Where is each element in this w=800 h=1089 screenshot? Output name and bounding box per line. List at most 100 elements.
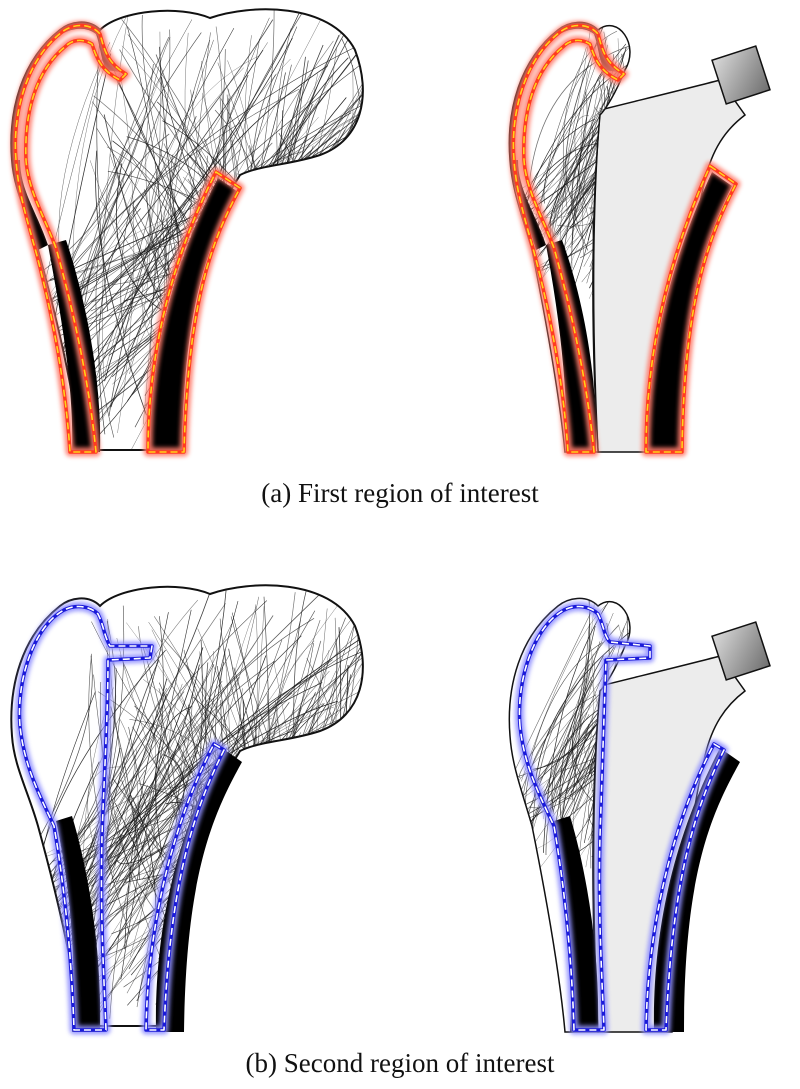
trabecula — [532, 637, 630, 770]
trabecula — [554, 625, 596, 829]
trabecula — [89, 623, 232, 901]
trabecula — [582, 44, 609, 256]
trabecula — [252, 790, 315, 882]
trabecula — [95, 693, 194, 1004]
trabecula — [571, 95, 610, 238]
panel-a-figure — [10, 8, 771, 457]
trabecula — [535, 128, 630, 296]
trabecula — [216, 741, 363, 915]
trabecula — [14, 703, 323, 949]
trabecula — [274, 195, 313, 391]
trabecula — [555, 600, 595, 838]
trabecula — [335, 788, 363, 916]
trabecula — [569, 696, 630, 797]
trabecula — [287, 203, 363, 443]
trabecula — [200, 760, 363, 1009]
trabecula — [257, 721, 314, 953]
trabecula — [310, 157, 336, 325]
lateral-cortex — [150, 178, 238, 452]
trabecula — [129, 793, 157, 908]
trabecula — [233, 181, 264, 342]
trabecula — [284, 215, 319, 289]
trabecula — [226, 718, 363, 1000]
trabecula — [145, 36, 171, 275]
trabecula — [93, 652, 226, 1018]
trabecula — [228, 141, 363, 352]
panel-b: (b) Second region of interest — [0, 560, 800, 1089]
trabecula — [80, 170, 132, 295]
trabecula — [536, 659, 595, 786]
trabecula — [288, 216, 307, 344]
trabecula — [319, 215, 363, 319]
trabecula — [315, 763, 363, 1026]
trabecula — [275, 700, 321, 1006]
trabecula — [575, 697, 630, 854]
trabecula — [275, 742, 340, 983]
trabecula — [545, 702, 607, 856]
trabecula — [305, 185, 340, 442]
trabecula — [527, 39, 630, 201]
trabecula — [262, 136, 308, 365]
trabecula — [210, 200, 316, 404]
trabecula — [264, 224, 323, 339]
trabecula — [146, 55, 259, 282]
trabecula — [63, 692, 293, 911]
trabecula — [243, 149, 313, 318]
trabecula — [99, 681, 183, 943]
trabecula — [262, 805, 330, 884]
trabecula — [291, 133, 353, 343]
trabecula — [241, 735, 267, 960]
trabecula — [277, 732, 302, 998]
trabecula — [334, 701, 363, 949]
trabecula — [241, 159, 278, 341]
trabecula — [77, 19, 274, 280]
trabecula — [550, 602, 630, 815]
trabecula — [249, 770, 291, 1010]
trabecula — [253, 784, 266, 1024]
trabecula — [108, 116, 197, 417]
trabecula — [249, 145, 292, 359]
trabecula — [115, 616, 164, 884]
trabecula — [287, 755, 318, 974]
trabecula — [278, 733, 332, 906]
trabecula — [579, 71, 588, 208]
region-of-interest-a-left — [10, 21, 131, 457]
trabecula — [239, 193, 355, 445]
trabecula — [543, 647, 630, 820]
trabecula — [90, 664, 200, 887]
trabecula — [143, 31, 161, 425]
trabecula — [519, 663, 591, 794]
trabecula — [266, 744, 280, 922]
trabecula — [532, 60, 630, 201]
trabecula — [95, 151, 124, 438]
trabecula — [278, 133, 314, 375]
trabecula — [236, 788, 270, 1021]
caption-a: (a) First region of interest — [261, 478, 539, 508]
trabecula — [534, 612, 630, 797]
trabecula — [571, 49, 630, 246]
trabecula — [247, 211, 308, 379]
trabecula — [251, 801, 354, 889]
trabecula — [215, 763, 341, 862]
trabecula — [282, 739, 339, 871]
trabecula — [77, 587, 363, 908]
trabecula — [102, 654, 230, 871]
trabecula — [165, 224, 180, 283]
trabecula — [238, 758, 266, 875]
trabecula — [518, 678, 587, 779]
trabecula — [111, 646, 363, 880]
trabecula — [224, 182, 277, 425]
trabecula — [81, 37, 293, 319]
trabecula — [114, 185, 158, 344]
trabecula — [325, 185, 363, 410]
trabecula — [280, 180, 290, 409]
trabecula — [309, 225, 363, 335]
trabecula — [241, 723, 363, 1026]
region-of-interest-a-right — [508, 21, 741, 457]
trabecula — [66, 49, 264, 304]
trabecula — [290, 733, 363, 995]
trabecula — [122, 58, 291, 334]
trabecula — [84, 133, 170, 305]
caption-b: (b) Second region of interest — [245, 1048, 555, 1078]
trabecula — [309, 733, 339, 912]
